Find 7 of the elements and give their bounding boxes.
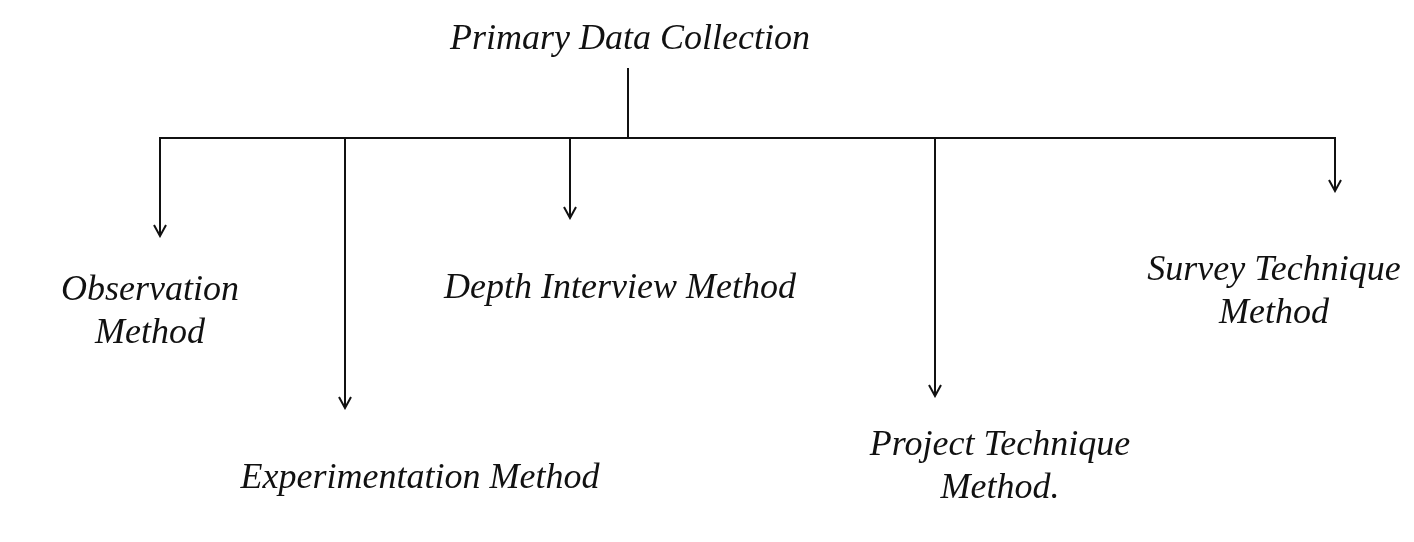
node-label: Experimentation Method	[240, 455, 600, 499]
node-label: Depth Interview Method	[444, 265, 796, 309]
heading-text: Primary Data Collection	[450, 16, 810, 60]
node-label: Survey Technique Method	[1146, 246, 1402, 333]
node-label: Project Technique Method.	[868, 421, 1132, 508]
node-label: Observation Method	[60, 266, 240, 353]
arrow	[627, 67, 1342, 192]
